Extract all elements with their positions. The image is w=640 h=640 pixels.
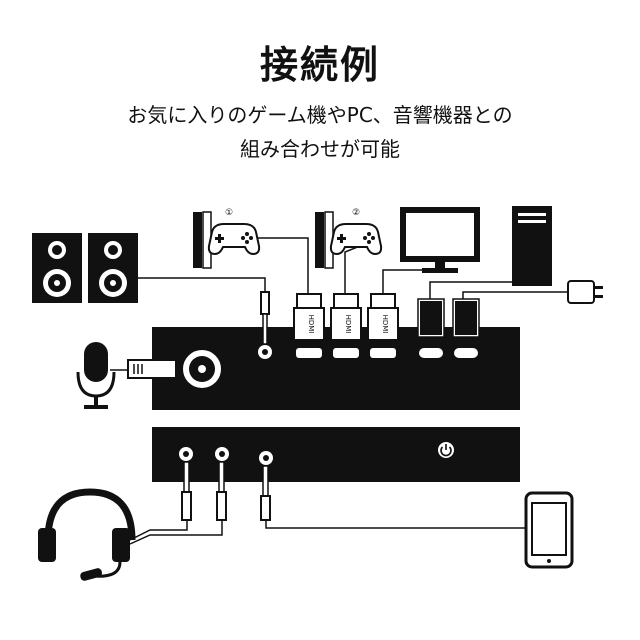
subtitle-line-1: お気に入りのゲーム機やPC、音響機器との [127, 103, 513, 127]
xlr-plug [127, 359, 177, 379]
console1-marker: ① [225, 208, 233, 218]
headset-icon [38, 488, 136, 581]
game-console-2: ② [315, 208, 383, 269]
hdmi-plug-2: HDMI [330, 293, 362, 341]
main-unit-lower [152, 427, 520, 482]
pc-cable [429, 281, 512, 300]
power-cable [462, 291, 568, 300]
audio-plug-phone [260, 465, 271, 521]
hdmi-plug-3: HDMI [367, 293, 399, 341]
power-plug-icon [567, 280, 603, 304]
headset-cable-b [129, 520, 223, 545]
pc-tower-icon [512, 206, 552, 286]
headset-cable-a [129, 520, 188, 541]
audio-plug-headset-1 [181, 461, 192, 521]
phone-cable [265, 520, 528, 529]
monitor-cable [382, 262, 441, 294]
audio-plug-top [260, 291, 270, 315]
microphone-icon [76, 342, 116, 409]
audio-plug-headset-2 [216, 461, 227, 521]
speaker-cable [136, 277, 266, 292]
console1-cable [258, 237, 309, 294]
subtitle: お気に入りのゲーム機やPC、音響機器との 組み合わせが可能 [0, 98, 640, 166]
usb-plug-1 [417, 298, 445, 338]
hdmi-label-2: HDMI [344, 315, 352, 334]
speaker-left [32, 233, 82, 303]
usb-plug-2 [452, 298, 480, 338]
monitor-icon [400, 207, 480, 273]
smartphone-icon [524, 491, 574, 569]
console2-marker: ② [352, 208, 360, 218]
hdmi-label-1: HDMI [307, 315, 315, 334]
hdmi-label-3: HDMI [381, 315, 389, 334]
page-title: 接続例 [259, 43, 380, 87]
subtitle-line-2: 組み合わせが可能 [240, 137, 400, 161]
game-console-1: ① [193, 208, 261, 269]
hdmi-plug-1: HDMI [293, 293, 325, 341]
speaker-right [88, 233, 138, 303]
